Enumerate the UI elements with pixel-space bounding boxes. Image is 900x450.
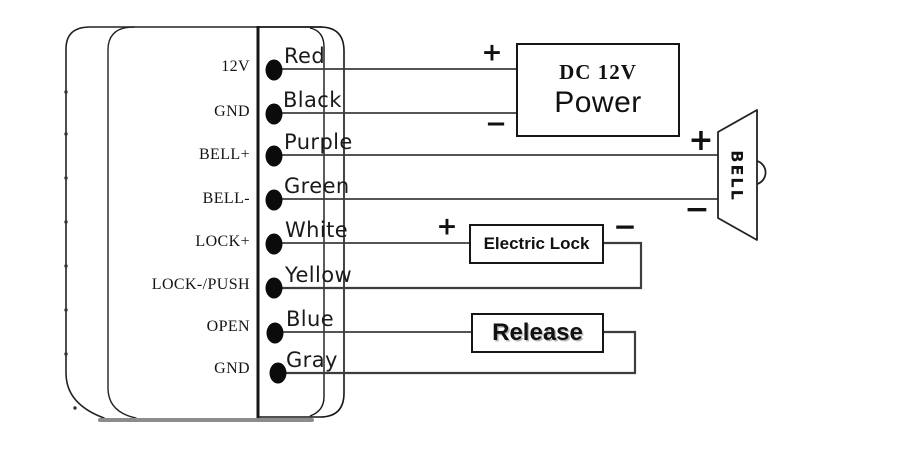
- wire-label-white: White: [285, 218, 349, 242]
- power-supply-box: DC 12V Power: [516, 43, 680, 137]
- wires: [274, 68, 718, 375]
- wire-label-red: Red: [284, 44, 326, 68]
- terminal-dot: [265, 277, 283, 299]
- electric-lock-label: Electric Lock: [483, 234, 590, 253]
- bell-symbol: [717, 109, 767, 241]
- terminal-dots: [265, 59, 287, 384]
- terminal-label-12v: 12V: [221, 58, 250, 75]
- terminal-dot: [266, 322, 284, 344]
- power-supply-voltage: DC 12V: [559, 60, 637, 84]
- wire-label-green: Green: [284, 174, 350, 198]
- terminal-label-gnd: GND: [214, 103, 250, 120]
- terminal-dot: [265, 59, 283, 81]
- device-inner-edge: [107, 26, 137, 419]
- wire-label-gray: Gray: [286, 348, 338, 372]
- terminal-dot: [265, 145, 283, 167]
- wire-yellow-lock-loop: [274, 241, 643, 290]
- terminal-dot: [265, 103, 283, 125]
- terminal-label-bell-plus: BELL+: [198, 146, 250, 163]
- release-button-box: Release: [471, 313, 604, 353]
- wire-gray-release-loop: [278, 330, 637, 375]
- terminal-label-open: OPEN: [206, 318, 250, 335]
- terminal-dot: [265, 233, 283, 255]
- power-plus-sign: +: [481, 37, 503, 67]
- wire-label-black: Black: [283, 88, 342, 112]
- bell-plus-sign: +: [688, 123, 714, 158]
- bell-knob: [756, 160, 767, 185]
- terminal-label-bell-minus: BELL-: [202, 190, 250, 207]
- terminal-label-lock-plus: LOCK+: [195, 233, 250, 250]
- bell-label: BELL: [727, 150, 747, 202]
- terminal-dot: [269, 362, 287, 384]
- wire-label-yellow: Yellow: [285, 263, 353, 287]
- bell-minus-sign: −: [684, 192, 710, 227]
- electric-lock-box: Electric Lock: [469, 224, 604, 264]
- terminal-label-gnd2: GND: [214, 360, 250, 377]
- wire-label-purple: Purple: [284, 130, 353, 154]
- terminal-strip: [256, 26, 345, 418]
- lock-plus-sign: +: [436, 211, 458, 241]
- power-supply-label: Power: [554, 86, 642, 119]
- release-label: Release: [492, 319, 583, 346]
- wire-label-blue: Blue: [286, 307, 335, 331]
- terminal-strip-inner-line: [309, 27, 325, 417]
- terminal-strip-outline: [258, 26, 345, 418]
- bell-horn: [717, 109, 758, 241]
- device-outline: [64, 26, 323, 422]
- terminal-dot: [265, 189, 283, 211]
- sketch-ticks: [64, 90, 77, 410]
- device-outer-edge: [65, 26, 323, 419]
- terminal-label-lock-push: LOCK-/PUSH: [151, 276, 250, 293]
- lock-minus-sign: −: [613, 210, 637, 243]
- power-minus-sign: −: [485, 109, 507, 139]
